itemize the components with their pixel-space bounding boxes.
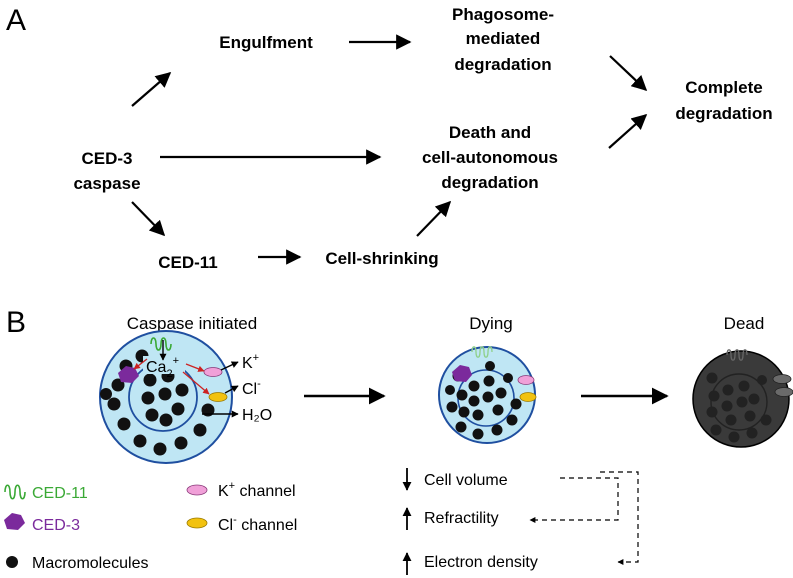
panel-a-letter: A — [6, 4, 26, 37]
shrinking-label: Cell-shrinking — [325, 249, 438, 268]
legend-k-channel: K+ channel — [186, 480, 296, 500]
dying-k-channel — [517, 375, 535, 385]
arrow-death-to-complete — [608, 113, 648, 149]
phagosome-line-3: degradation — [454, 55, 551, 74]
legend-cl-channel-icon — [186, 517, 208, 529]
stage-dying-title: Dying — [469, 314, 512, 333]
dying-ced11-icon — [471, 346, 493, 358]
stage-initiated-title: Caspase initiated — [127, 314, 257, 333]
cell-dead-nucleus — [710, 373, 768, 431]
legend-ced3-icon — [4, 513, 25, 530]
node-engulfment: Engulfment — [219, 33, 313, 52]
ced3-protein-icon — [118, 366, 139, 383]
dead-k-channel — [772, 374, 792, 384]
k-efflux-arrow — [220, 361, 239, 371]
legend-ced3: CED-3 — [4, 513, 80, 534]
node-death-degradation: Death and cell-autonomous degradation — [422, 123, 558, 192]
ca-to-ced3-arrow — [133, 358, 148, 370]
dashed-link-volume-density — [600, 471, 639, 565]
legend-macromolecules-label: Macromolecules — [32, 555, 148, 572]
legend-cl-channel-label: Cl- channel — [218, 514, 297, 534]
cl-ion-label: Cl- — [242, 378, 261, 398]
legend-macromolecules: Macromolecules — [6, 555, 148, 572]
dead-cl-channel — [774, 387, 793, 397]
cell-volume-label: Cell volume — [424, 472, 508, 489]
legend-k-channel-icon — [186, 484, 208, 496]
legend-macromolecule-icon — [6, 556, 18, 568]
arrow-phagosome-to-complete — [609, 55, 648, 92]
electron-density-label: Electron density — [424, 554, 538, 571]
arrow-caspase-to-ced11 — [131, 201, 166, 237]
legend-ced3-label: CED-3 — [32, 517, 80, 534]
ced11-node-label: CED-11 — [158, 253, 218, 272]
k-channel-icon — [203, 367, 223, 377]
ced11-channel-icon — [150, 337, 172, 351]
complete-line-2: degradation — [675, 104, 772, 123]
legend-ced11: CED-11 — [4, 484, 88, 502]
cell-dead — [692, 349, 793, 448]
cl-efflux-arrow — [224, 385, 239, 394]
k-ion-label: K+ — [242, 352, 259, 372]
refractility-label: Refractility — [424, 510, 499, 527]
ced3-line-2: caspase — [73, 174, 140, 193]
node-complete-degradation: Complete degradation — [675, 78, 772, 123]
cell-initiated: Ca2+ K+ Cl- H₂O — [99, 330, 272, 464]
complete-line-1: Complete — [685, 78, 762, 97]
cell-dead-macromolecules — [706, 372, 772, 443]
dashed-link-volume-refractility — [529, 477, 619, 523]
ca-to-k-arrow — [185, 363, 205, 372]
panel-a-arrows — [131, 34, 648, 265]
legend-ced11-label: CED-11 — [32, 485, 88, 502]
node-cell-shrinking: Cell-shrinking — [325, 249, 438, 268]
ca-ion-label: Ca2+ — [146, 355, 179, 380]
legend-ced11-icon — [4, 484, 26, 500]
ca-to-cl-arrow — [182, 371, 210, 395]
panel-b-letter: B — [6, 306, 26, 339]
ca-label-bg — [143, 356, 185, 374]
arrow-shrinking-to-death — [416, 200, 452, 237]
phagosome-line-1: Phagosome- — [452, 5, 554, 24]
cl-channel-icon — [208, 392, 228, 402]
dying-cl-channel — [519, 392, 537, 402]
dead-ced11-icon — [726, 349, 748, 361]
cell-dying — [438, 346, 537, 444]
ced3-line-1: CED-3 — [81, 149, 132, 168]
phagosome-line-2: mediated — [466, 29, 541, 48]
water-label: H₂O — [242, 407, 272, 424]
death-line-3: degradation — [441, 173, 538, 192]
death-line-1: Death and — [449, 123, 531, 142]
legend: CED-11 CED-3 Macromolecules K+ channel C… — [4, 480, 297, 572]
arrow-caspase-to-engulfment — [131, 71, 172, 107]
legend-cl-channel: Cl- channel — [186, 514, 297, 534]
cell-changes: Cell volume Refractility Electron densit… — [402, 468, 639, 575]
death-line-2: cell-autonomous — [422, 148, 558, 167]
dying-ced3-icon — [452, 365, 472, 382]
cell-initiated-macromolecules — [100, 349, 215, 456]
engulfment-label: Engulfment — [219, 33, 313, 52]
node-phagosome-degradation: Phagosome- mediated degradation — [452, 5, 554, 74]
node-ced3-caspase: CED-3 caspase — [73, 149, 140, 193]
node-ced11: CED-11 — [158, 253, 218, 272]
stage-dead-title: Dead — [724, 314, 765, 333]
legend-k-channel-label: K+ channel — [218, 480, 296, 500]
